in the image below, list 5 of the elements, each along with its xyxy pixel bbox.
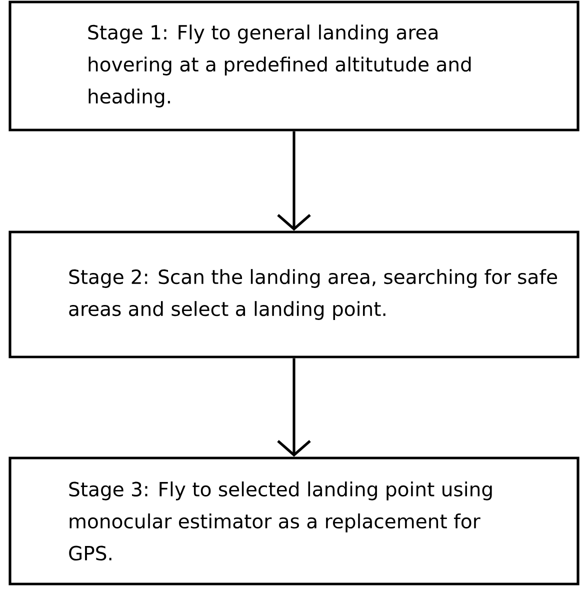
process-box: Stage 1: Fly to general landing area hovering at a predefined altitutude and heading.	[8, 0, 580, 132]
arrow	[277, 131, 311, 231]
process-box: Stage 2: Scan the landing area, searching for safe areas and select a landing point.	[8, 230, 580, 358]
arrow	[277, 358, 311, 457]
process-box: Stage 3: Fly to selected landing point using monocular estimator as a replacement for GPS.	[8, 456, 580, 586]
